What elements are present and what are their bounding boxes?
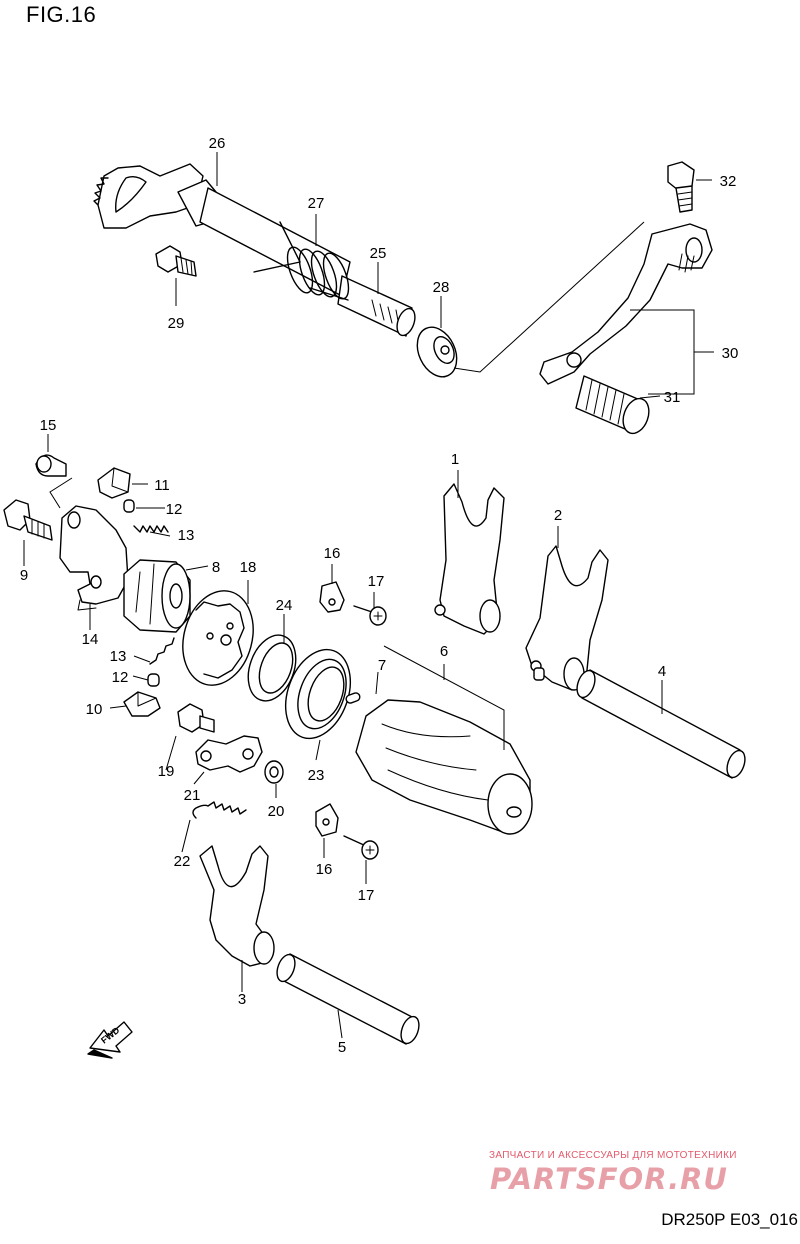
- part-28-oil-seal: [416, 326, 458, 378]
- part-14-cam-stopper-plate: [59, 505, 129, 611]
- part-1-shift-fork: [434, 483, 505, 635]
- part-19-bolt: [177, 703, 215, 733]
- callout-12-lower: 12: [112, 669, 129, 686]
- part-11-cam-guide: [97, 467, 131, 499]
- part-30-gearshift-lever: [539, 223, 713, 385]
- callout-3: 3: [238, 991, 246, 1008]
- part-6-shift-cam: [355, 699, 533, 835]
- part-29-stopper-bolt: [155, 245, 197, 277]
- part-18-shift-cam-plate: [182, 590, 254, 686]
- part-31-pedal-rubber: [575, 375, 650, 435]
- callout-27: 27: [308, 195, 325, 212]
- model-code: DR250P E03_016: [661, 1210, 798, 1229]
- callout-4: 4: [658, 663, 666, 680]
- callout-1: 1: [451, 451, 459, 468]
- part-16-bracket-upper: [319, 581, 345, 613]
- part-16-bracket-lower: [315, 803, 339, 837]
- part-8-shift-cam-driven-gear: [123, 559, 191, 633]
- part-4-fork-shaft: [576, 669, 746, 779]
- callout-22: 22: [174, 853, 191, 870]
- callout-25: 25: [370, 245, 387, 262]
- callout-10: 10: [86, 701, 103, 718]
- callout-16-upper: 16: [324, 545, 341, 562]
- callout-32: 32: [720, 173, 737, 190]
- callout-16-lower: 16: [316, 861, 333, 878]
- part-17-screw-lower: [343, 835, 379, 860]
- callout-17-upper: 17: [368, 573, 385, 590]
- part-13-spring-lower: [149, 637, 175, 665]
- callout-11: 11: [154, 477, 170, 494]
- callout-8: 8: [212, 559, 220, 576]
- callout-15: 15: [40, 417, 57, 434]
- part-15-screw: [35, 454, 67, 477]
- callout-13-upper: 13: [178, 527, 195, 544]
- callout-21: 21: [184, 787, 201, 804]
- callout-18: 18: [240, 559, 257, 576]
- callout-6: 6: [440, 643, 448, 660]
- callout-2: 2: [554, 507, 562, 524]
- callout-14: 14: [82, 631, 99, 648]
- callout-31: 31: [664, 389, 681, 406]
- part-20-washer: [264, 760, 284, 784]
- part-22-spring: [192, 801, 247, 819]
- figure-title: FIG.16: [26, 2, 97, 27]
- part-3-shift-fork: [199, 845, 275, 967]
- part-23-bearing: [285, 648, 351, 740]
- part-32-bolt: [667, 161, 695, 213]
- callout-13-lower: 13: [110, 648, 127, 665]
- callout-7: 7: [378, 657, 386, 674]
- part-12-pin-lower: [147, 673, 160, 687]
- part-21-stopper-arm: [195, 735, 263, 773]
- part-5-fork-shaft: [276, 953, 420, 1045]
- callout-5: 5: [338, 1039, 346, 1056]
- part-2-shift-fork: [525, 545, 609, 691]
- callout-12-upper: 12: [166, 501, 183, 518]
- part-12-pin-upper: [123, 499, 135, 513]
- callout-24: 24: [276, 597, 293, 614]
- callout-17-lower: 17: [358, 887, 375, 904]
- part-27-return-spring: [253, 221, 350, 301]
- watermark-tagline: ЗАПЧАСТИ И АКСЕССУАРЫ ДЛЯ МОТОТЕХНИКИ: [489, 1150, 737, 1161]
- leader-lines: [23, 152, 714, 1039]
- callout-29: 29: [168, 315, 185, 332]
- callout-19: 19: [158, 763, 175, 780]
- callout-20: 20: [268, 803, 285, 820]
- callout-labels: 1 2 3 4 5 6 7 8 9 10 11 12 12 13 13 14 1…: [20, 135, 739, 1056]
- part-24-bearing-race: [247, 634, 297, 702]
- watermark-logo: PARTSFOR.RU: [490, 1162, 728, 1196]
- part-13-spring-upper: [133, 525, 169, 533]
- callout-9: 9: [20, 567, 28, 584]
- callout-26: 26: [209, 135, 226, 152]
- part-9-bolt: [3, 499, 53, 541]
- part-17-screw-upper: [353, 605, 387, 626]
- part-10-cam-stopper: [123, 691, 161, 717]
- part-7-pin: [345, 692, 361, 704]
- callout-28: 28: [433, 279, 450, 296]
- callout-23: 23: [308, 767, 325, 784]
- fwd-arrow-icon: [87, 1021, 133, 1059]
- callout-30: 30: [722, 345, 739, 362]
